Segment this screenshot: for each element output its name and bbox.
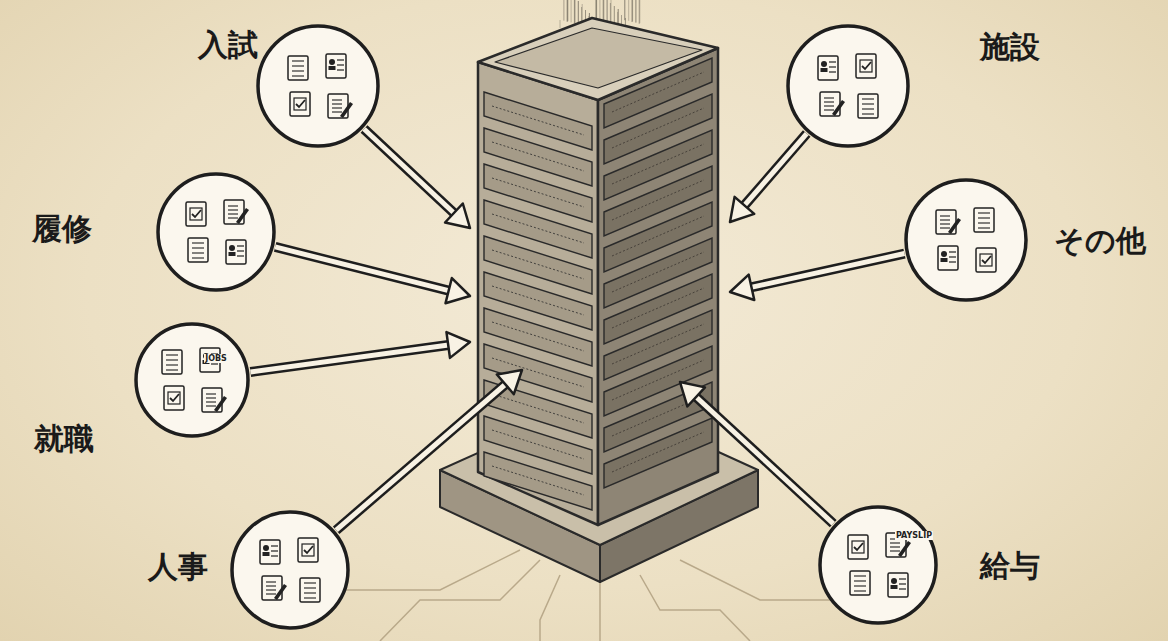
circle-outline [156,172,276,292]
circle-outline [256,24,380,148]
category-circle: 履修 [156,172,276,292]
hollow-arrow [730,254,904,300]
circle-outline [818,505,938,625]
category-circle: 給与PAYSLIP [818,505,938,625]
document-icons [936,208,996,272]
document-icons [848,533,911,597]
category-circle: 就職JOBS [134,322,250,438]
circle-outline [786,24,910,148]
hollow-arrow [250,332,470,372]
category-heading: 入試 [198,28,258,61]
category-heading: 人事 [148,550,208,583]
document-icons [818,54,878,118]
document-icons [162,348,227,412]
document-icons [288,54,353,118]
hollow-arrow [336,370,522,530]
hollow-arrow [364,129,470,228]
circle-outline [904,178,1028,302]
category-circle: 入試 [256,24,380,148]
category-circle: その他 [904,178,1028,302]
icon-caption: JOBS [204,354,228,363]
hollow-arrow [275,247,470,303]
category-heading: 施設 [980,30,1040,63]
category-heading: 履修 [32,212,92,245]
server-tower [440,18,758,582]
hollow-arrow [680,382,833,524]
circle-outline [134,322,250,438]
server-tower [478,18,718,525]
document-icons [186,200,249,264]
icon-caption: PAYSLIP [895,531,933,540]
category-heading: 給与 [980,549,1040,582]
document-icons [260,538,320,602]
circle-outline [230,510,350,630]
category-circle: 人事 [230,510,350,630]
category-circle: 施設 [786,24,910,148]
category-heading: 就職 [34,422,94,455]
rack-slots [484,58,712,510]
hollow-arrow [730,134,807,222]
category-heading: その他 [1054,224,1146,257]
